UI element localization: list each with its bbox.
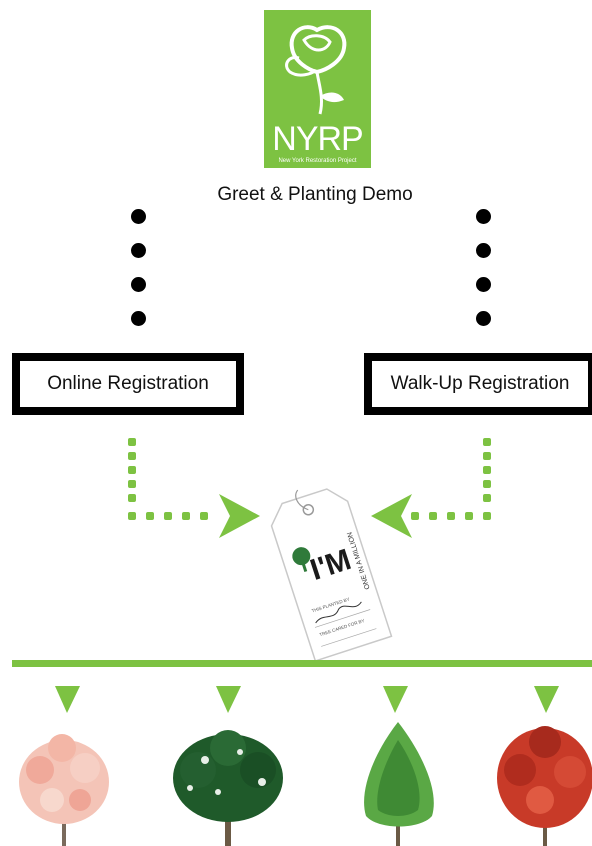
- tree-icon: [497, 726, 592, 846]
- arrow-right-icon: [219, 494, 260, 538]
- left-dot: [131, 209, 146, 224]
- walkup-registration-box: Walk-Up Registration: [364, 353, 592, 415]
- arrow-down-icon: [55, 686, 80, 713]
- divider-line: [12, 660, 592, 667]
- nyrp-logo: NYRP New York Restoration Project: [264, 10, 371, 168]
- walkup-registration-label: Walk-Up Registration: [390, 373, 570, 394]
- arrow-down-icon: [383, 686, 408, 713]
- online-registration-label: Online Registration: [47, 373, 209, 394]
- rose-icon: [285, 25, 347, 115]
- arrow-left-icon: [371, 494, 412, 538]
- left-dot: [131, 277, 146, 292]
- left-dotted-arrow: [128, 438, 260, 538]
- tag-icon: I'M ONE IN A MILLION THIS PLANTED BY TRE…: [270, 488, 393, 662]
- right-dot: [476, 311, 491, 326]
- right-dotted-arrow: [371, 438, 491, 538]
- right-dot: [476, 243, 491, 258]
- logo-subtitle: New York Restoration Project: [278, 158, 357, 164]
- left-dot: [131, 311, 146, 326]
- tree-icon: [19, 734, 109, 846]
- arrow-down-icon: [216, 686, 241, 713]
- logo-wordmark: NYRP: [272, 120, 363, 158]
- arrow-down-icon: [534, 686, 559, 713]
- diagram-title: Greet & Planting Demo: [217, 184, 413, 205]
- tree-icon: [364, 722, 434, 846]
- right-dot: [476, 277, 491, 292]
- left-dot: [131, 243, 146, 258]
- right-dot: [476, 209, 491, 224]
- tree-icon: [173, 730, 283, 846]
- online-registration-box: Online Registration: [12, 353, 244, 415]
